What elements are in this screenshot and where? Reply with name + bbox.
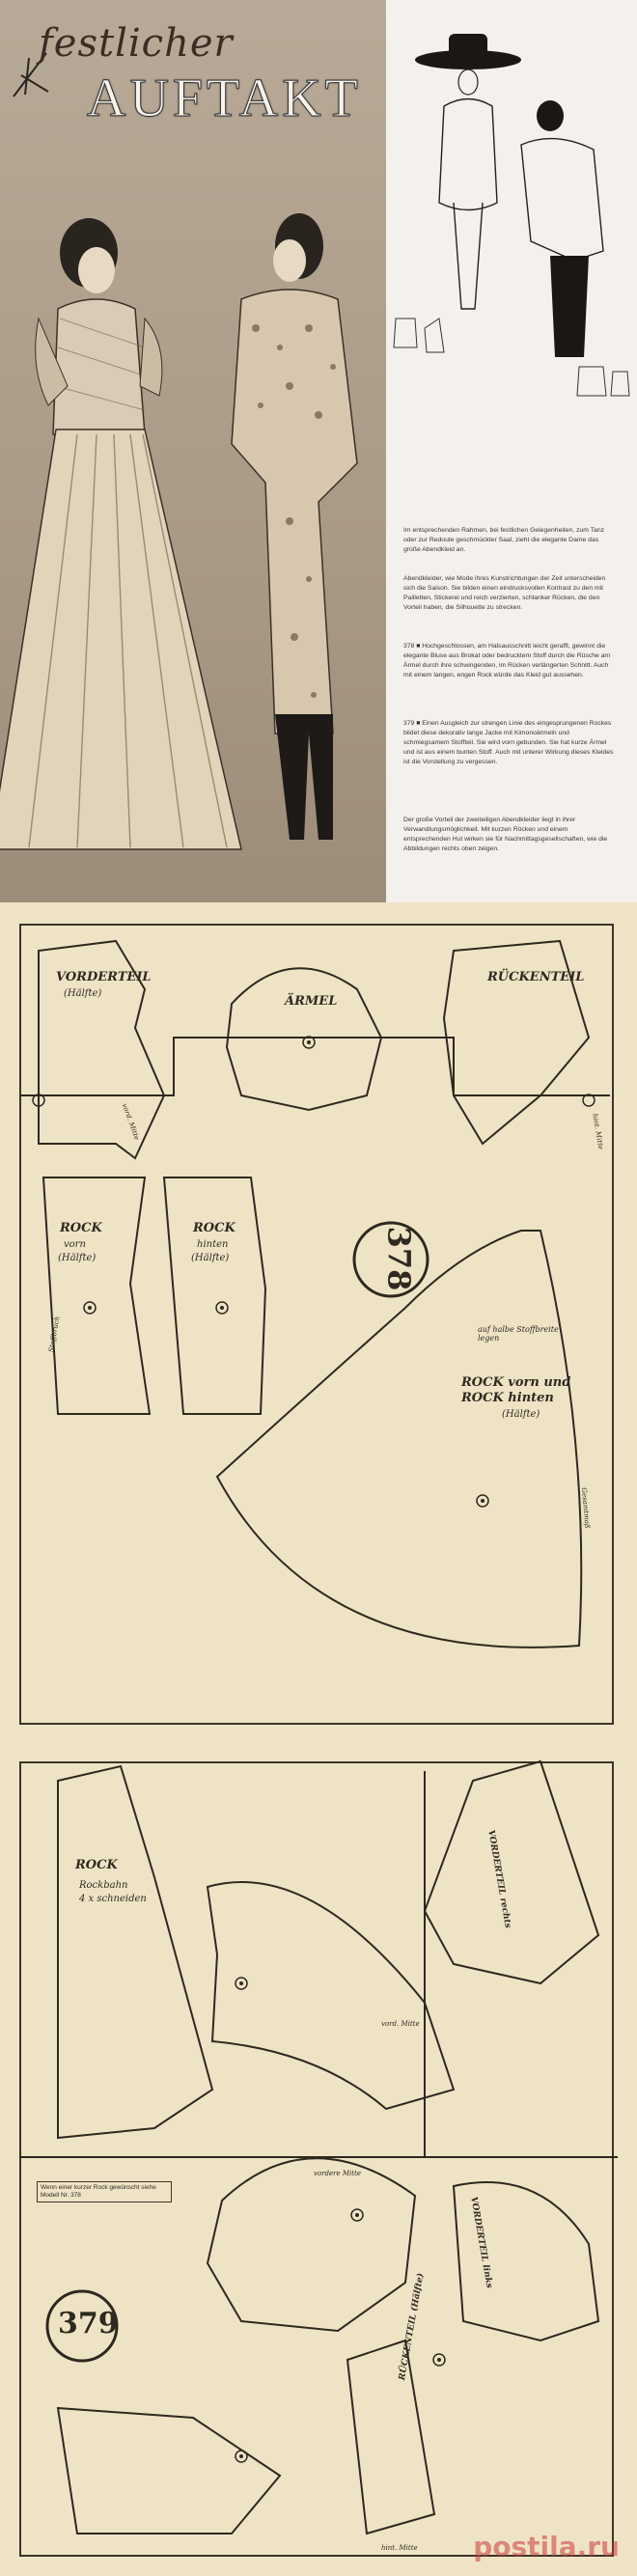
pattern-sheet-379: ROCK Rockbahn 4 x schneiden VORDERTEIL r… — [0, 1742, 637, 2576]
article-column — [386, 0, 637, 902]
label-rock-hinten: ROCK — [193, 1221, 235, 1235]
small-sketches — [393, 34, 630, 397]
label-vorderteil-rechts: VORDERTEIL rechts — [485, 1829, 512, 1929]
illustration-panel: festlicher AUFTAKT Im entsprechenden Rah… — [0, 0, 637, 902]
fashion-illustration: festlicher AUFTAKT — [0, 0, 386, 902]
label-rock-vorn-sub1: vorn — [64, 1239, 86, 1250]
label-vorderteil-links: VORDERTEIL links — [468, 2196, 494, 2289]
label-vorderteil-sub: (Hälfte) — [64, 988, 102, 999]
pattern-lines-378 — [19, 939, 610, 1648]
label-rock-vorn: ROCK — [60, 1221, 102, 1235]
sheet-frame — [19, 924, 614, 1725]
label-fold-note: auf halbe Stoffbreite legen — [478, 1325, 559, 1343]
pattern-number-378: 378 — [380, 1226, 418, 1291]
article-paragraph: Abendkleider, wie Mode ihres Kunstrichtu… — [403, 575, 606, 611]
label-rock-big-2: ROCK hinten — [461, 1391, 554, 1405]
watermark: postila.ru — [473, 2531, 620, 2562]
title-line1: festlicher — [39, 21, 234, 66]
article-paragraph: Der große Vorteil der zweiteiligen Abend… — [403, 817, 608, 852]
label-aermel: ÄRMEL — [285, 994, 338, 1009]
label-rock-big-3: (Hälfte) — [502, 1409, 540, 1420]
sheet-frame — [19, 1761, 614, 2557]
label-rock-vorn-sub2: (Hälfte) — [58, 1253, 97, 1263]
article-paragraph: 378 ■ Hochgeschlossen, am Halsausschnitt… — [403, 643, 611, 679]
label-rock-hinten-sub1: hinten — [197, 1239, 229, 1250]
label-rock-hinten-sub2: (Hälfte) — [191, 1253, 230, 1263]
label-vordere-mitte: vordere Mitte — [314, 2170, 362, 2177]
illustration-artwork — [0, 52, 358, 850]
pattern-note: Wenn einer kurzer Rock gewünscht siehe M… — [37, 2181, 172, 2202]
title-line2: AUFTAKT — [87, 69, 362, 129]
label-vord-mitte: vord. Mitte — [381, 2020, 420, 2028]
article-paragraph: 379 ■ Einen Ausgleich zur strengen Linie… — [403, 720, 614, 765]
label-vorderteil: VORDERTEIL — [56, 970, 152, 984]
label-rock-sub2: 4 x schneiden — [79, 1894, 147, 1904]
label-rock-big-1: ROCK vorn und — [461, 1375, 571, 1390]
label-hint-mitte: hint. Mitte — [381, 2544, 418, 2552]
pattern-sheet-378: VORDERTEIL (Hälfte) ÄRMEL RÜCKENTEIL ROC… — [0, 902, 637, 1742]
label-rueckenteil: RÜCKENTEIL — [487, 970, 585, 984]
label-rock: ROCK — [75, 1858, 118, 1872]
pattern-number-379: 379 — [58, 2307, 119, 2341]
pattern-lines-379 — [19, 1759, 618, 2535]
label-rock-sub1: Rockbahn — [79, 1880, 128, 1891]
article-paragraph: Im entsprechenden Rahmen, bei festlichen… — [403, 527, 605, 553]
